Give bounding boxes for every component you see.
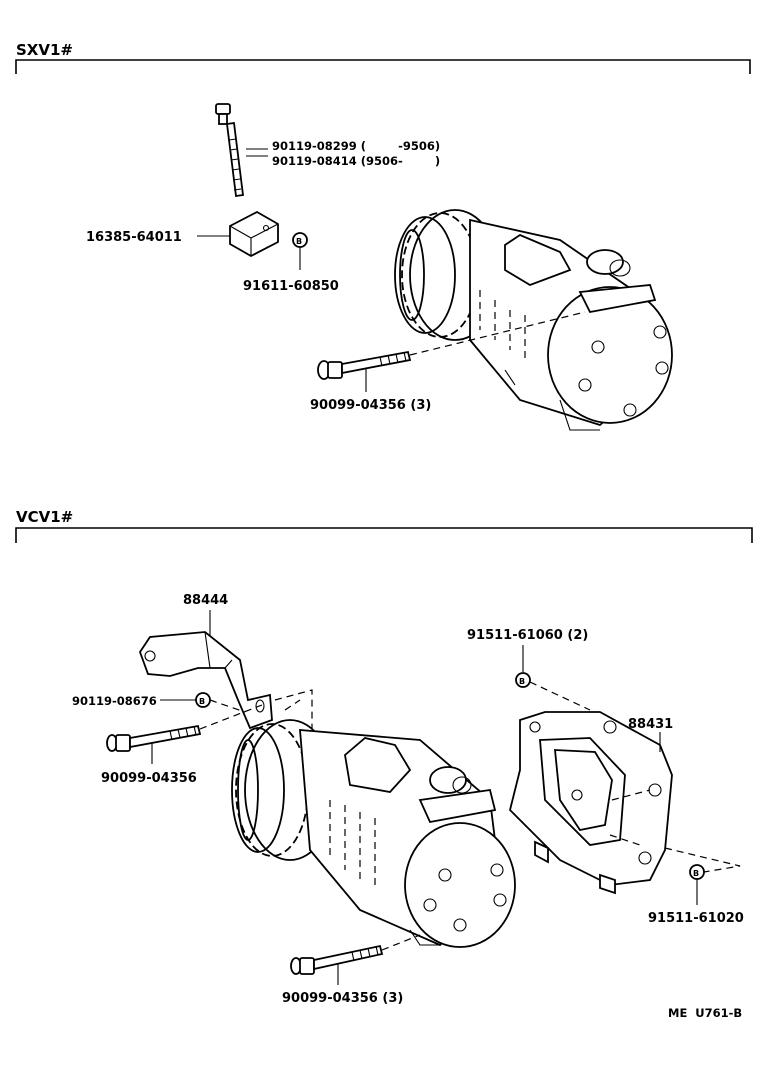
label-nut-top: 91511-61060 (2) (467, 628, 588, 643)
label-bolt-a: 90119-08299 ( -9506) (272, 139, 440, 153)
section-bracket-sxv1 (15, 59, 751, 74)
label-mount-bolt-sxv1: 90099-04356 (3) (310, 398, 431, 413)
section-sxv1: SXV1# 90119-08299 ( -9506) 90119-08414 (… (15, 41, 751, 431)
nut-b-top: B (515, 672, 591, 711)
bolt-left-vcv1 (106, 689, 313, 780)
label-bolt-long: 90099-04356 (101, 771, 197, 786)
label-mount-bolt-vcv1: 90099-04356 (3) (282, 991, 403, 1006)
label-nut: 91611-60850 (243, 279, 339, 294)
mount-bolt-vcv1 (290, 934, 421, 975)
label-bracket-top: 88444 (183, 593, 228, 608)
svg-text:B: B (519, 677, 525, 686)
bracket-top (138, 631, 273, 730)
section-title-vcv1: VCV1# (16, 508, 73, 526)
label-bracket-rear: 88431 (628, 717, 673, 732)
label-bolt-small: 90119-08676 (72, 694, 157, 708)
section-title-sxv1: SXV1# (16, 41, 73, 59)
spacer-block (229, 210, 279, 258)
bolt-long-vertical (215, 103, 245, 198)
compressor-sxv1 (394, 209, 673, 431)
svg-text:B: B (693, 869, 699, 878)
nut-small: B (292, 232, 308, 248)
label-bolt-b: 90119-08414 (9506- ) (272, 154, 440, 168)
mount-bolt-sxv1 (317, 311, 586, 380)
footer-code: ME U761-B (668, 1006, 742, 1020)
label-spacer: 16385-64011 (86, 230, 182, 245)
nut-b-rear: B (664, 847, 741, 880)
section-vcv1: VCV1# 88444 B 90119-08676 90099-04356 (15, 508, 753, 1006)
svg-text:B: B (296, 237, 302, 246)
svg-text:B: B (199, 697, 205, 706)
compressor-vcv1 (231, 719, 516, 948)
bracket-rear (509, 711, 673, 895)
section-bracket-vcv1 (15, 527, 753, 543)
label-nut-rear: 91511-61020 (648, 911, 744, 926)
